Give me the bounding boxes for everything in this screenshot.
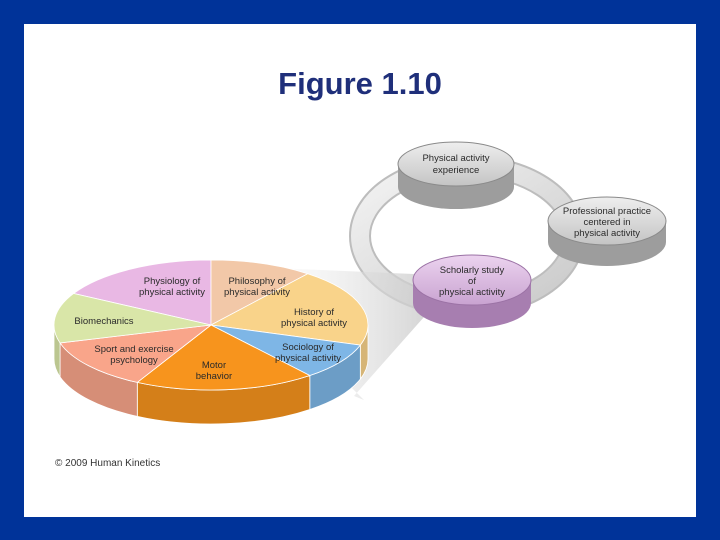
svg-text:physical activity: physical activity xyxy=(275,353,341,364)
pie-segment-biomechanics xyxy=(53,293,212,344)
node-physical-activity-experience: Physical activity experience xyxy=(397,141,515,209)
node-label: of xyxy=(468,276,476,287)
svg-text:of: of xyxy=(468,276,476,287)
pie-segment-philosophy xyxy=(210,259,309,326)
pie-segment-physiology xyxy=(72,259,212,326)
pie-labels: Physiology of physical activity Philosop… xyxy=(74,276,347,382)
svg-text:Professional practice: Professional practice xyxy=(563,206,651,217)
svg-text:experience: experience xyxy=(433,165,479,176)
segment-label-physiology: physical activity xyxy=(139,287,205,298)
slide: Figure 1.10 xyxy=(24,24,696,517)
node-label: Professional practice xyxy=(563,206,651,217)
node-scholarly-study: Scholarly study of physical activity xyxy=(412,254,532,328)
svg-text:centered in: centered in xyxy=(583,217,630,228)
pie-segment-history xyxy=(209,273,369,346)
svg-text:behavior: behavior xyxy=(196,371,232,382)
segment-label-history: physical activity xyxy=(281,318,347,329)
node-label: Physical activity xyxy=(422,153,489,164)
svg-text:physical activity: physical activity xyxy=(439,287,505,298)
pie-segment-psychology xyxy=(59,324,213,383)
svg-text:Physiology of: Physiology of xyxy=(144,276,201,287)
diagram: Physical activity experience Professiona… xyxy=(53,141,667,425)
svg-text:psychology: psychology xyxy=(110,355,158,366)
segment-label-philosophy: Philosophy of xyxy=(228,276,285,287)
svg-text:Sport and exercise: Sport and exercise xyxy=(94,344,173,355)
svg-text:History of: History of xyxy=(294,307,334,318)
slide-title: Figure 1.10 xyxy=(278,66,442,101)
pie-segment-sociology xyxy=(210,324,362,376)
pie-chart xyxy=(53,259,369,425)
svg-text:Biomechanics: Biomechanics xyxy=(74,316,133,327)
segment-label-physiology: Physiology of xyxy=(144,276,201,287)
segment-label-biomechanics: Biomechanics xyxy=(74,316,133,327)
svg-text:physical activity: physical activity xyxy=(139,287,205,298)
svg-text:Motor: Motor xyxy=(202,360,226,371)
node-label: physical activity xyxy=(574,228,640,239)
pie-segment-motor xyxy=(136,324,311,391)
node-label: physical activity xyxy=(439,287,505,298)
svg-text:Scholarly study: Scholarly study xyxy=(440,265,505,276)
segment-label-philosophy: physical activity xyxy=(224,287,290,298)
segment-label-sociology: physical activity xyxy=(275,353,341,364)
node-professional-practice: Professional practice centered in physic… xyxy=(547,196,667,266)
node-label: Scholarly study xyxy=(440,265,505,276)
segment-label-history: History of xyxy=(294,307,334,318)
svg-text:Physical activity: Physical activity xyxy=(422,153,489,164)
segment-label-psychology: Sport and exercise xyxy=(94,344,173,355)
segment-label-psychology: psychology xyxy=(110,355,158,366)
svg-text:Sociology of: Sociology of xyxy=(282,342,334,353)
segment-label-motor: Motor xyxy=(202,360,226,371)
svg-text:physical activity: physical activity xyxy=(281,318,347,329)
svg-text:physical activity: physical activity xyxy=(574,228,640,239)
segment-label-sociology: Sociology of xyxy=(282,342,334,353)
copyright-notice: © 2009 Human Kinetics xyxy=(55,458,161,469)
svg-text:physical activity: physical activity xyxy=(224,287,290,298)
segment-label-motor: behavior xyxy=(196,371,232,382)
svg-text:Philosophy of: Philosophy of xyxy=(228,276,285,287)
node-label: centered in xyxy=(583,217,630,228)
node-label: experience xyxy=(433,165,479,176)
